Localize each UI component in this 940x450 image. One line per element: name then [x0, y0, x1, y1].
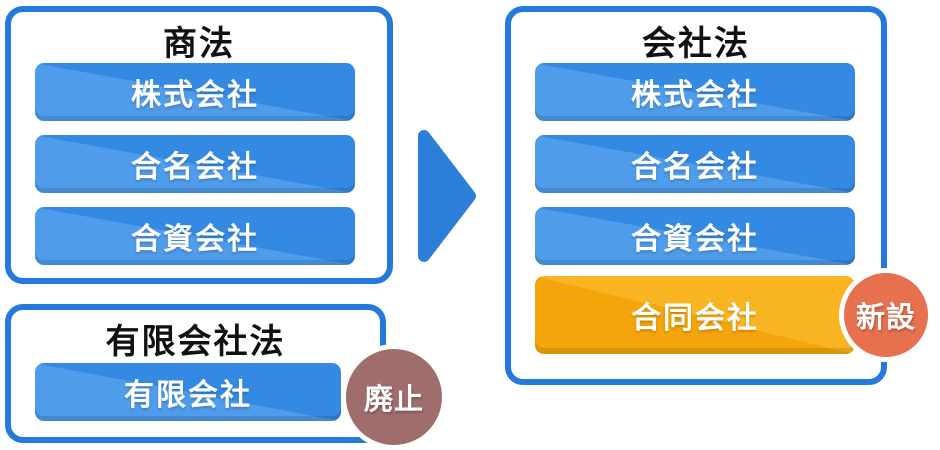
kaisha-bar-goshi: 合資会社 — [535, 207, 855, 265]
abolished-badge: 廃止 — [341, 344, 447, 450]
kaisha-bar-godo: 合同会社 — [535, 276, 855, 354]
shoho-bar-kabushiki: 株式会社 — [35, 63, 355, 121]
right-arrow-icon — [418, 130, 476, 262]
kaisha-bar-kabushiki: 株式会社 — [535, 63, 855, 121]
yugen-bar-yugen: 有限会社 — [35, 363, 341, 421]
yugen-box: 有限会社法 有限会社 — [5, 304, 386, 443]
yugen-title: 有限会社法 — [105, 322, 286, 362]
shoho-box: 商法 株式会社 合名会社 合資会社 — [5, 6, 393, 284]
newly-established-badge: 新設 — [839, 268, 933, 362]
shoho-bar-goshi: 合資会社 — [35, 207, 355, 265]
shoho-title: 商法 — [163, 24, 235, 64]
kaisha-title: 会社法 — [642, 24, 750, 64]
kaisha-bar-gomei: 合名会社 — [535, 135, 855, 193]
kaisha-box: 会社法 株式会社 合名会社 合資会社 合同会社 — [505, 6, 887, 385]
shoho-bar-gomei: 合名会社 — [35, 135, 355, 193]
